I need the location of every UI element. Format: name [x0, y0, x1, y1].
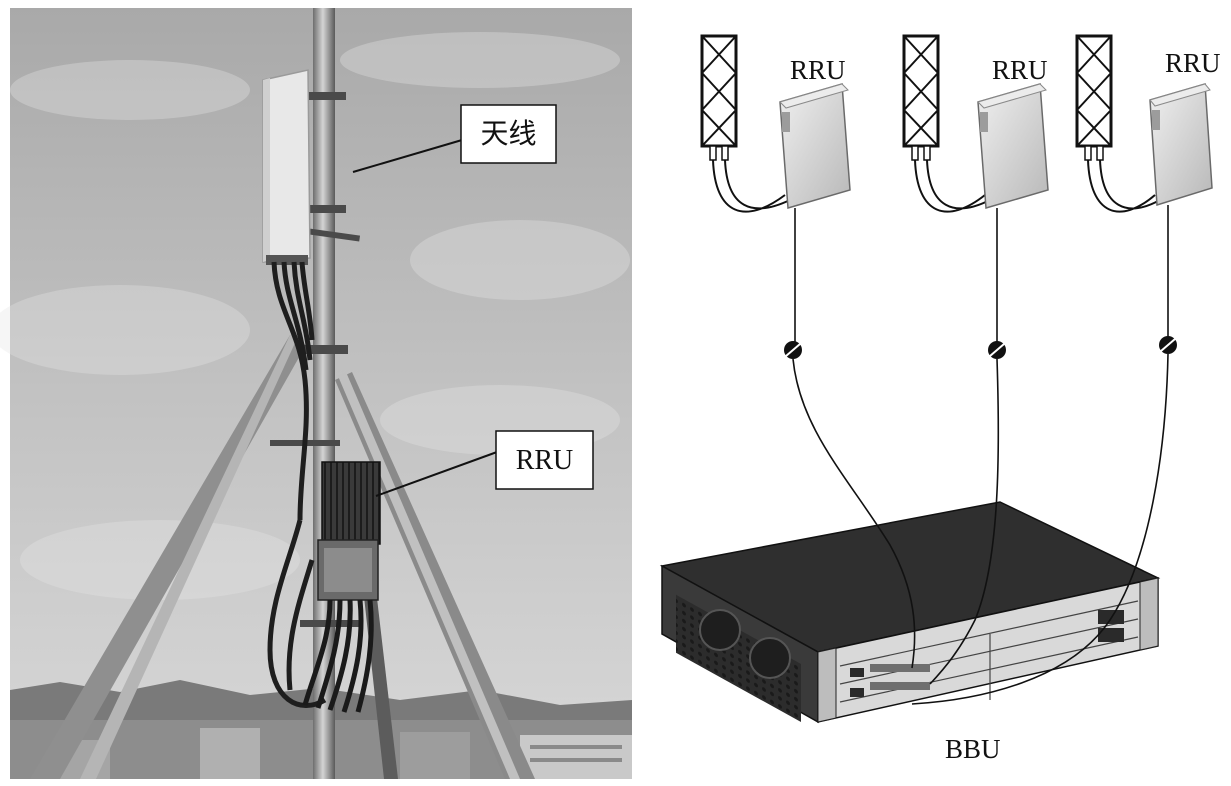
rru-callout-label: RRU — [516, 445, 574, 476]
rru-callout-leader — [375, 451, 498, 497]
fiber-cable-2 — [929, 358, 1000, 685]
fiber-cable-3 — [911, 353, 1169, 705]
rru-device-icon — [977, 83, 1049, 209]
fiber-cable-1 — [792, 358, 916, 669]
rru-unit-3: RRU — [1075, 34, 1221, 354]
fiber-cables — [792, 353, 1169, 705]
fan-icon — [749, 637, 791, 679]
antenna-icon — [700, 34, 738, 161]
rru-unit-1: RRU — [700, 34, 851, 359]
fiber-connector-icon — [1159, 336, 1177, 354]
tower-photo: 天线 RRU — [0, 8, 632, 779]
antenna-callout-leader — [352, 139, 463, 173]
antenna-icon — [902, 34, 940, 161]
antenna-jumper-cables — [1087, 159, 1161, 213]
rru-on-mast — [317, 461, 381, 601]
antenna-callout-box — [460, 104, 557, 164]
rru-device-icon — [1149, 83, 1213, 206]
rru-callout-box — [495, 430, 594, 490]
fiber-connector-icon — [988, 341, 1006, 359]
antenna-panel — [262, 69, 311, 265]
antenna-cables — [267, 261, 327, 708]
antenna-jumper-cables — [914, 159, 991, 213]
rru-cables — [302, 599, 374, 713]
fiber-connector-icon — [784, 341, 802, 359]
rru-device-icon — [779, 83, 851, 209]
rru-unit-2: RRU — [902, 34, 1049, 359]
fan-icon — [699, 609, 741, 651]
rru-label-3: RRU — [1165, 48, 1221, 78]
rru-label-2: RRU — [992, 55, 1048, 85]
antenna-icon — [1075, 34, 1113, 161]
antenna-jumper-cables — [712, 159, 791, 213]
antenna-callout-label: 天线 — [480, 118, 536, 150]
bbu-board-slots — [839, 600, 1139, 703]
bbu-label: BBU — [945, 734, 1001, 764]
bbu-chassis — [659, 501, 1161, 724]
bbu-ports — [850, 610, 1124, 697]
rru-bbu-diagram: RRU RRU — [659, 34, 1221, 764]
tripod-legs — [30, 332, 535, 779]
rru-label-1: RRU — [790, 55, 846, 85]
